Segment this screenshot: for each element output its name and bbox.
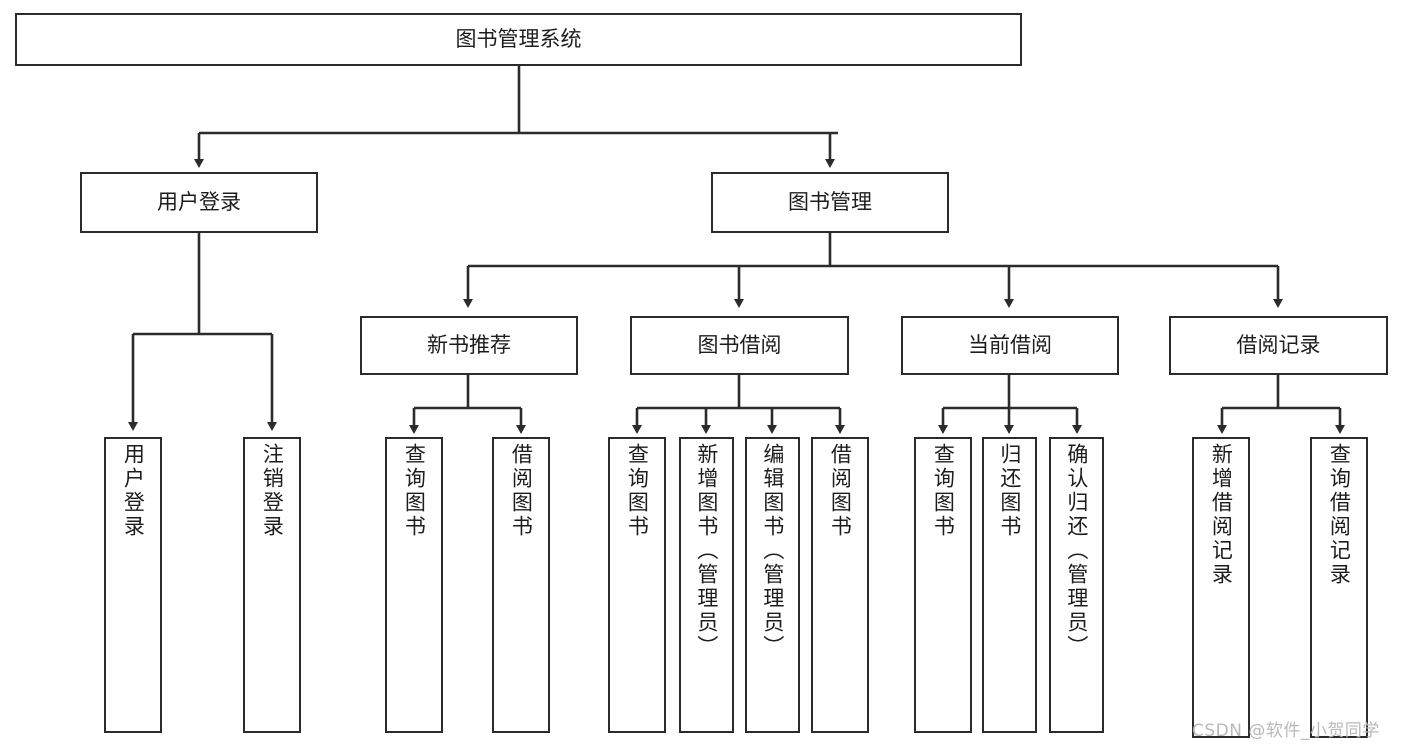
node-label: 查询图书 [402,443,427,539]
node-borrow-record[interactable]: 借阅记录 [1169,316,1388,375]
node-label: 用户登录 [121,443,146,539]
node-label: 新书推荐 [427,333,511,358]
node-label: 归还图书 [997,443,1022,539]
node-label: 新增图书（管理员） [694,443,719,659]
node-label: 当前借阅 [968,333,1052,358]
node-label: 借阅图书 [828,443,853,539]
node-label: 借阅图书 [509,443,534,539]
node-label: 注销登录 [260,443,285,539]
leaf-user-login-login[interactable]: 用户登录 [104,437,162,733]
node-current-borrow[interactable]: 当前借阅 [901,316,1119,375]
node-label: 编辑图书（管理员） [760,443,785,659]
node-book-borrow[interactable]: 图书借阅 [630,316,849,375]
node-label: 查询图书 [931,443,956,539]
node-label: 确认归还（管理员） [1064,443,1089,659]
node-label: 图书管理 [788,190,872,215]
leaf-borrow-record-query-record[interactable]: 查询借阅记录 [1310,437,1368,738]
leaf-book-borrow-add-book-admin[interactable]: 新增图书（管理员） [679,437,734,733]
node-new-book-recommend[interactable]: 新书推荐 [360,316,578,375]
leaf-current-borrow-query-book[interactable]: 查询图书 [914,437,972,733]
leaf-current-borrow-return-book[interactable]: 归还图书 [982,437,1037,733]
leaf-user-login-logout[interactable]: 注销登录 [243,437,301,733]
node-root-book-management-system[interactable]: 图书管理系统 [15,13,1022,66]
node-label: 图书管理系统 [455,27,582,52]
leaf-book-borrow-query-book[interactable]: 查询图书 [608,437,666,733]
node-label: 查询借阅记录 [1327,443,1352,587]
csdn-watermark: CSDN @软件_小贺同学 [1192,721,1380,741]
node-label: 用户登录 [157,190,241,215]
node-label: 图书借阅 [697,333,782,358]
leaf-new-book-query-book[interactable]: 查询图书 [385,437,443,733]
node-user-login[interactable]: 用户登录 [80,172,318,233]
leaf-current-borrow-confirm-return-admin[interactable]: 确认归还（管理员） [1049,437,1104,733]
node-book-management[interactable]: 图书管理 [711,172,949,233]
node-label: 查询图书 [625,443,650,539]
node-label: 借阅记录 [1236,333,1321,358]
node-label: 新增借阅记录 [1209,443,1234,587]
leaf-new-book-borrow-book[interactable]: 借阅图书 [492,437,550,733]
leaf-book-borrow-borrow-book[interactable]: 借阅图书 [811,437,869,733]
leaf-book-borrow-edit-book-admin[interactable]: 编辑图书（管理员） [745,437,800,733]
leaf-borrow-record-add-record[interactable]: 新增借阅记录 [1192,437,1250,738]
